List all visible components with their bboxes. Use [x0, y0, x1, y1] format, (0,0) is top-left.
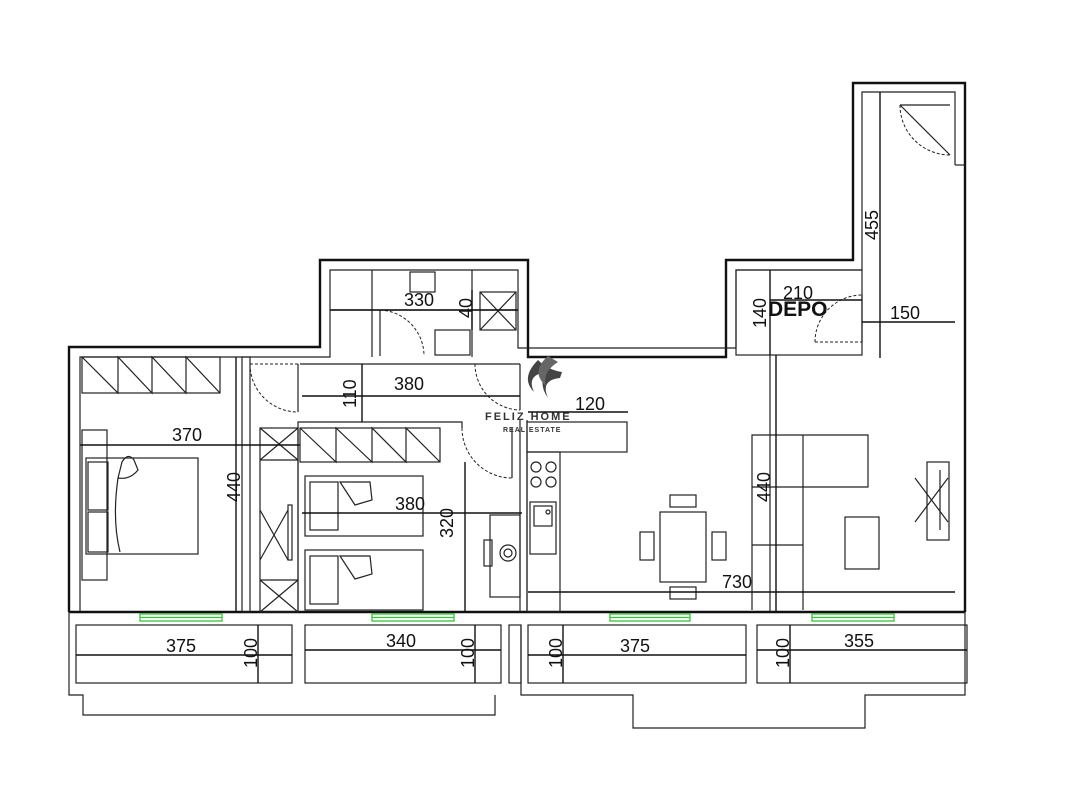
- dim-corridor-width: 380: [394, 374, 424, 394]
- dim-hall-depth: 455: [862, 210, 882, 240]
- wardrobe-bedroom2: [299, 426, 441, 464]
- stove-icon: [530, 461, 557, 488]
- dim-bedroom2-width: 380: [395, 494, 425, 514]
- dim-depo-depth: 140: [750, 298, 770, 328]
- dim-living-depth: 440: [754, 472, 774, 502]
- double-bed: [81, 429, 199, 581]
- sink-icon: [529, 501, 557, 555]
- tv-unit: [914, 461, 950, 541]
- kitchen: [526, 421, 628, 613]
- dimension-lines: [76, 92, 967, 683]
- logo-brand: FELIZ HOME: [485, 411, 572, 423]
- dim-balcony1-depth: 100: [241, 638, 261, 668]
- dim-balcony3-depth: 100: [546, 638, 566, 668]
- dim-bedroom2-depth: 320: [437, 508, 457, 538]
- dim-bedroom1-depth: 440: [224, 472, 244, 502]
- dim-bathroom-small: 40: [456, 298, 476, 318]
- dim-kitchen-counter: 120: [575, 394, 605, 414]
- dim-depo-width: 210: [783, 283, 813, 303]
- dim-balcony4-width: 355: [844, 631, 874, 651]
- doors: [249, 104, 951, 479]
- dim-corridor-depth: 110: [340, 379, 360, 408]
- dim-balcony1-width: 375: [166, 636, 196, 656]
- dim-bathroom-width: 330: [404, 290, 434, 310]
- logo-tagline: REAL ESTATE: [503, 427, 561, 434]
- dim-bedroom1-width: 370: [172, 425, 202, 445]
- balconies: [68, 612, 968, 729]
- dining-table: [639, 494, 727, 600]
- windows: [139, 613, 895, 622]
- desk: [483, 514, 521, 598]
- dim-balcony4-depth: 100: [773, 638, 793, 668]
- logo: FELIZ HOME REAL ESTATE: [485, 356, 572, 434]
- outer-walls: [67, 81, 967, 614]
- single-bed-2: [304, 549, 424, 611]
- dim-hall-width: 150: [890, 303, 920, 323]
- single-bed-1: [304, 475, 424, 537]
- dim-living-width: 730: [722, 572, 752, 592]
- dim-balcony2-width: 340: [386, 631, 416, 651]
- dimension-labels: 330 40 380 110 120 370 440 380 320 440 7…: [166, 210, 920, 668]
- dim-balcony2-depth: 100: [458, 638, 478, 668]
- wardrobe-bedroom1: [81, 355, 221, 395]
- sofa: [751, 434, 880, 610]
- dim-balcony3-width: 375: [620, 636, 650, 656]
- room-label-depo: DEPO: [768, 298, 828, 321]
